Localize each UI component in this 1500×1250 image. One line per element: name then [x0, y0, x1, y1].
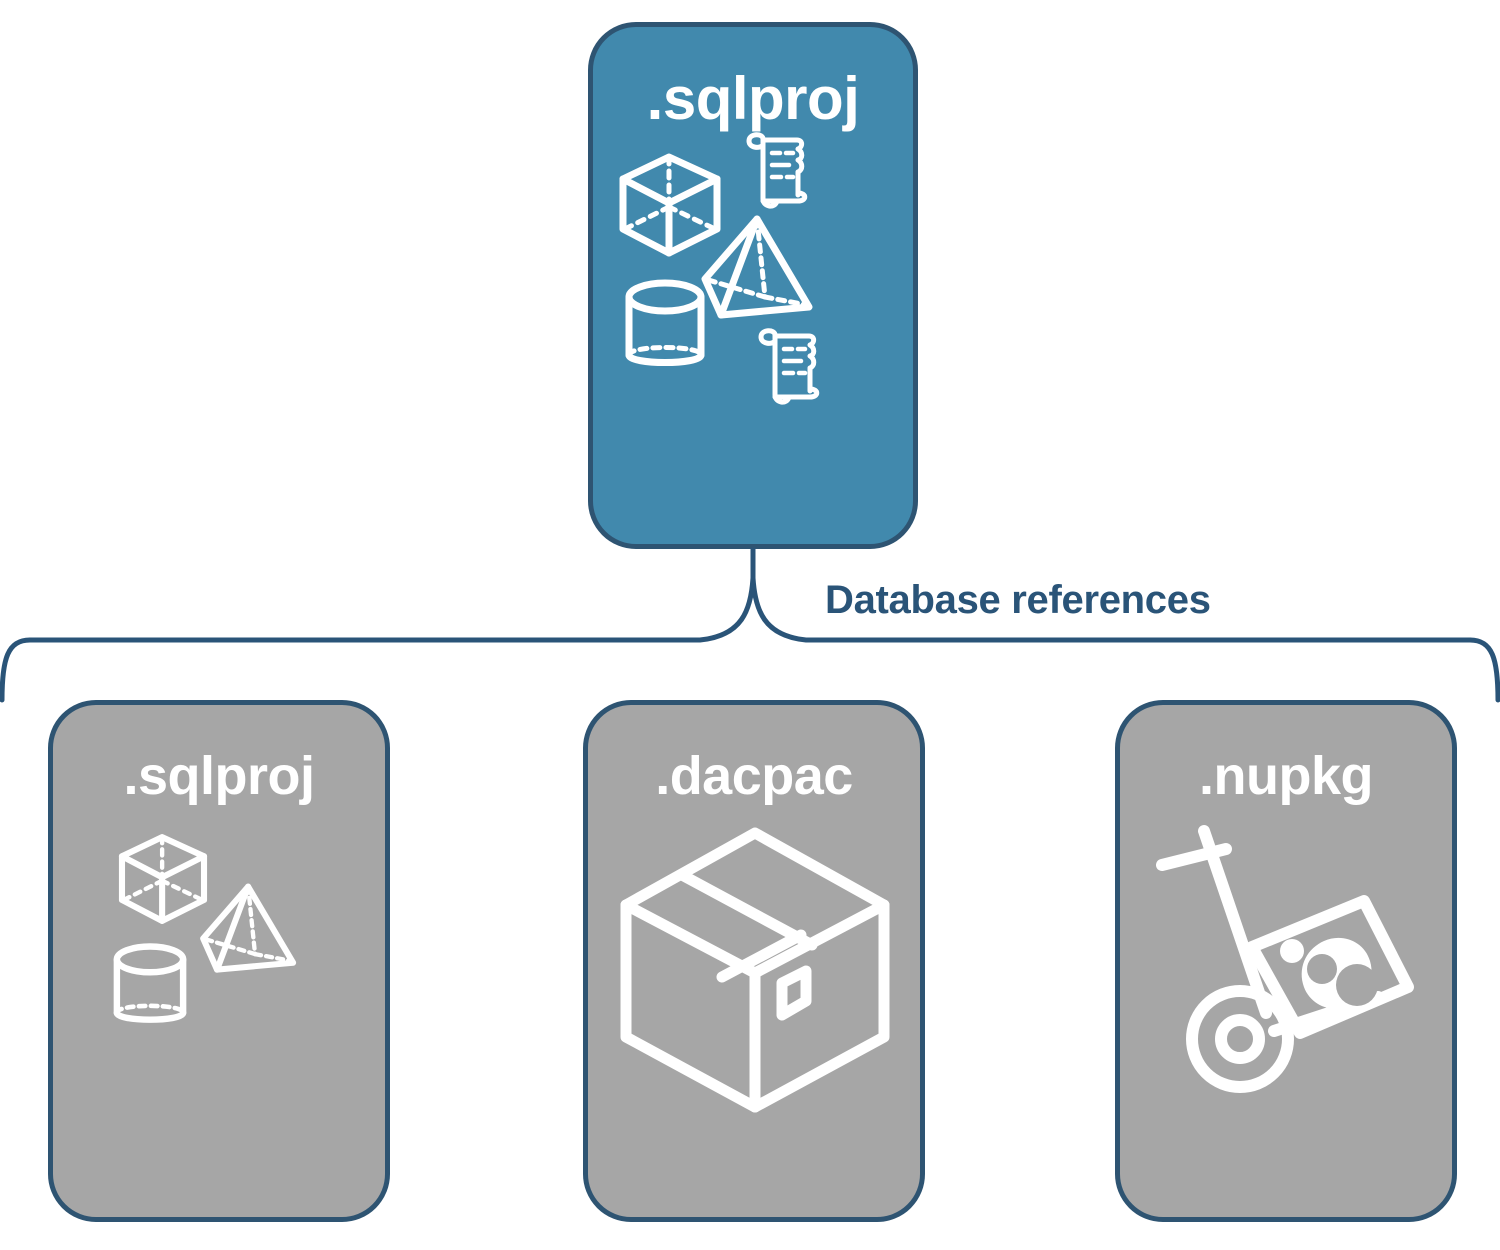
reference-card-nupkg[interactable]: .nupkg	[1115, 700, 1457, 1222]
reference-card-sqlproj[interactable]: .sqlproj	[48, 700, 390, 1222]
reference-card-dacpac-label: .dacpac	[655, 746, 853, 806]
hand-truck-package-icon	[1156, 825, 1414, 1093]
database-references-brace	[0, 548, 1500, 703]
reference-card-nupkg-icon-group	[1120, 803, 1452, 1217]
root-card-label: .sqlproj	[646, 65, 860, 132]
reference-card-dacpac[interactable]: .dacpac	[583, 700, 925, 1222]
scroll-icon	[746, 132, 808, 209]
reference-card-dacpac-icon-group	[588, 803, 920, 1217]
pyramid-wireframe-icon	[200, 883, 297, 973]
cylinder-wireframe-icon	[625, 279, 705, 366]
cube-wireframe-icon	[118, 834, 208, 924]
shipping-box-icon	[620, 827, 890, 1113]
root-card-sqlproj[interactable]: .sqlproj	[588, 22, 918, 549]
reference-card-sqlproj-icon-group	[53, 803, 385, 1217]
scroll-icon	[758, 328, 820, 405]
reference-card-sqlproj-label: .sqlproj	[123, 746, 315, 806]
cylinder-wireframe-icon	[113, 943, 187, 1023]
brace-label: Database references	[815, 578, 1221, 623]
cube-wireframe-icon	[619, 153, 721, 257]
pyramid-wireframe-icon	[701, 215, 813, 319]
reference-card-nupkg-label: .nupkg	[1199, 746, 1373, 806]
root-card-icon-group	[593, 129, 913, 544]
